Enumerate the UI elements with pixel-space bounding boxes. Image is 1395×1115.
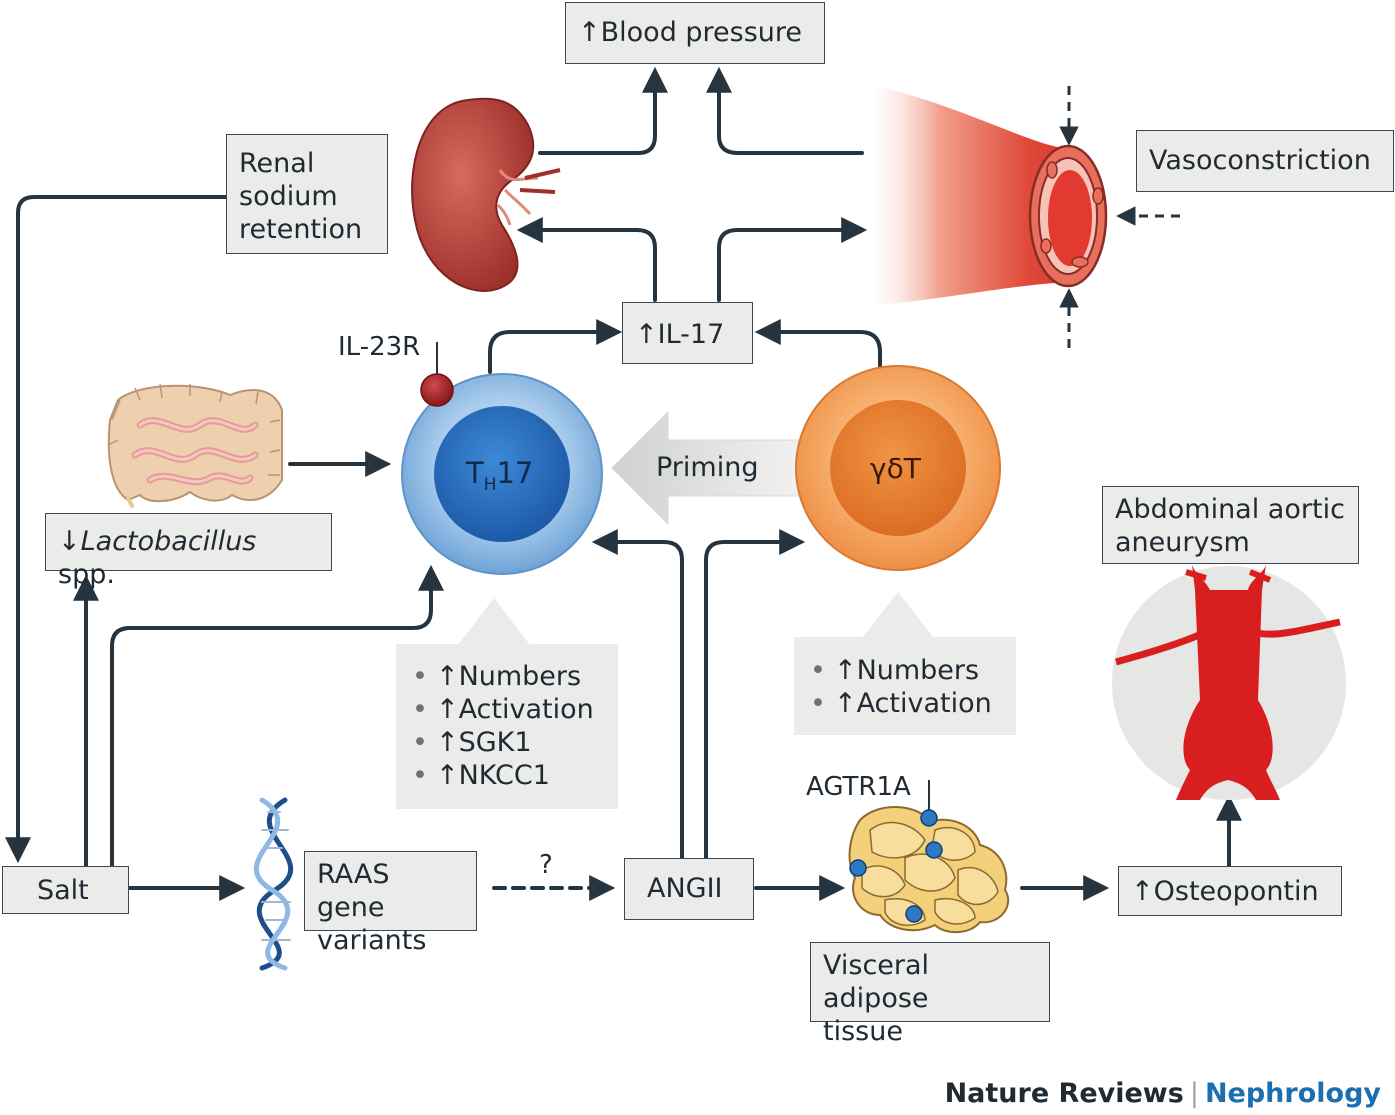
aneurysm-illustration bbox=[1112, 565, 1346, 800]
lactobacillus-name: Lactobacillus bbox=[80, 526, 257, 557]
kidney-illustration bbox=[411, 97, 561, 292]
effect-label: Activation bbox=[458, 694, 594, 725]
il23r-receptor bbox=[420, 342, 454, 407]
lactobacillus-box: Lactobacillus spp. bbox=[45, 513, 332, 590]
up-arrow-icon bbox=[834, 688, 857, 719]
effect-item: Activation bbox=[810, 687, 1016, 720]
effect-label: Numbers bbox=[856, 655, 980, 686]
arrow-il17-to-kidney bbox=[516, 217, 657, 302]
renal-line-2: sodium bbox=[239, 181, 338, 212]
visceral-adipose-illustration bbox=[848, 780, 1010, 934]
blood-vessel-illustration bbox=[862, 82, 1108, 306]
arrow-salt-to-th17 bbox=[110, 564, 444, 868]
angii-label: ANGII bbox=[647, 873, 723, 904]
th17-label: TH17 bbox=[466, 456, 534, 495]
arrow-gdt-to-il17 bbox=[754, 319, 882, 374]
vasoconstriction-box: Vasoconstriction bbox=[1136, 130, 1394, 192]
raas-line-2: variants bbox=[317, 925, 427, 956]
arrow-renal-to-salt bbox=[5, 195, 228, 864]
abdominal-aortic-aneurysm-box: Abdominal aortic aneurysm bbox=[1102, 486, 1359, 564]
aneurysm-line-2: aneurysm bbox=[1115, 527, 1250, 558]
up-arrow-icon bbox=[436, 727, 459, 758]
effect-label: Numbers bbox=[458, 661, 582, 692]
raas-line-1: RAAS gene bbox=[317, 859, 390, 923]
th17-callout-pointer bbox=[458, 598, 530, 645]
osteopontin-label: Osteopontin bbox=[1153, 876, 1319, 907]
visceral-line-1: Visceral adipose bbox=[823, 950, 930, 1014]
arrow-kidney-to-bp bbox=[538, 66, 668, 155]
arrow-angii-to-th17 bbox=[591, 529, 684, 860]
lactobacillus-suffix: spp. bbox=[58, 559, 115, 590]
up-arrow-icon bbox=[1131, 876, 1154, 907]
arrow-angii-to-gdt bbox=[704, 529, 806, 860]
agtr1a-label: AGTR1A bbox=[806, 772, 911, 802]
th17-effects-callout: NumbersActivationSGK1NKCC1 bbox=[396, 644, 618, 809]
raas-gene-variants-box: RAAS gene variants bbox=[304, 851, 477, 956]
blood-pressure-box: Blood pressure bbox=[565, 2, 825, 64]
gdt-cell bbox=[795, 365, 1001, 571]
visceral-adipose-tissue-box: Visceral adipose tissue bbox=[810, 942, 1050, 1047]
vasoconstriction-label: Vasoconstriction bbox=[1149, 145, 1371, 176]
up-arrow-icon bbox=[436, 694, 459, 725]
visceral-line-2: tissue bbox=[823, 1016, 903, 1047]
effect-label: SGK1 bbox=[458, 727, 532, 758]
up-arrow-icon bbox=[436, 661, 459, 692]
footer-publisher: Nature Reviews bbox=[944, 1078, 1184, 1109]
blood-pressure-label: Blood pressure bbox=[600, 17, 803, 48]
renal-sodium-retention-box: Renal sodium retention bbox=[226, 134, 388, 254]
arrow-vessel-to-bp bbox=[706, 66, 864, 155]
salt-box: Salt bbox=[2, 866, 129, 914]
footer-separator: | bbox=[1189, 1078, 1199, 1109]
salt-label: Salt bbox=[37, 875, 89, 906]
journal-footer: Nature Reviews|Nephrology bbox=[945, 1078, 1381, 1109]
effect-item: SGK1 bbox=[412, 726, 618, 759]
effect-item: Numbers bbox=[412, 660, 618, 693]
il17-label: IL-17 bbox=[657, 319, 725, 350]
effect-label: NKCC1 bbox=[458, 760, 550, 791]
th17-effects-list: NumbersActivationSGK1NKCC1 bbox=[412, 660, 618, 792]
osteopontin-box: Osteopontin bbox=[1118, 866, 1342, 916]
gdt-effects-callout: NumbersActivation bbox=[794, 637, 1016, 735]
il23r-label: IL-23R bbox=[338, 332, 421, 362]
renal-line-3: retention bbox=[239, 214, 363, 245]
gdt-callout-pointer bbox=[862, 592, 934, 638]
aneurysm-line-1: Abdominal aortic bbox=[1115, 494, 1345, 525]
angii-box: ANGII bbox=[624, 858, 754, 920]
question-mark-label: ? bbox=[539, 850, 553, 880]
priming-label: Priming bbox=[656, 452, 759, 483]
effect-label: Activation bbox=[856, 688, 992, 719]
il17-box: IL-17 bbox=[622, 302, 753, 364]
dna-helix bbox=[254, 797, 293, 971]
effect-item: NKCC1 bbox=[412, 759, 618, 792]
arrow-th17-to-il17 bbox=[488, 319, 623, 374]
renal-line-1: Renal bbox=[239, 148, 315, 179]
gdt-effects-list: NumbersActivation bbox=[810, 654, 1016, 720]
footer-journal: Nephrology bbox=[1204, 1078, 1381, 1109]
effect-item: Activation bbox=[412, 693, 618, 726]
up-arrow-icon bbox=[834, 655, 857, 686]
arrow-il17-to-vessel bbox=[717, 217, 868, 302]
up-arrow-icon bbox=[578, 17, 601, 48]
up-arrow-icon bbox=[436, 760, 459, 791]
down-arrow-icon bbox=[58, 526, 81, 557]
gdt-label: γδT bbox=[870, 452, 921, 485]
up-arrow-icon bbox=[635, 319, 658, 350]
effect-item: Numbers bbox=[810, 654, 1016, 687]
gut-illustration bbox=[107, 383, 283, 508]
th17-cell bbox=[401, 373, 603, 575]
